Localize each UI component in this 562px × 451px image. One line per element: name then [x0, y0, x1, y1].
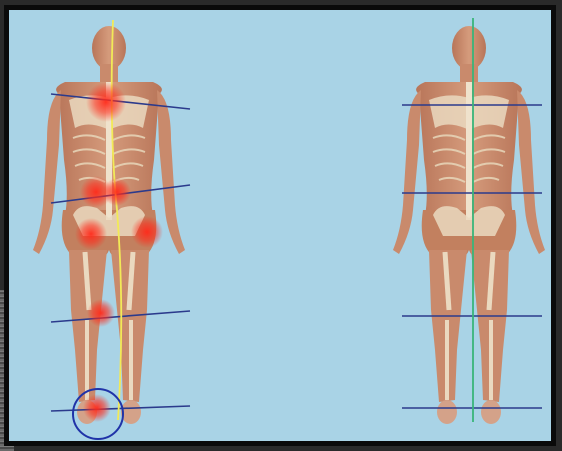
- image-panel: [4, 5, 556, 446]
- posture-comparison-illustration: [9, 10, 551, 441]
- right-figure: [393, 26, 545, 424]
